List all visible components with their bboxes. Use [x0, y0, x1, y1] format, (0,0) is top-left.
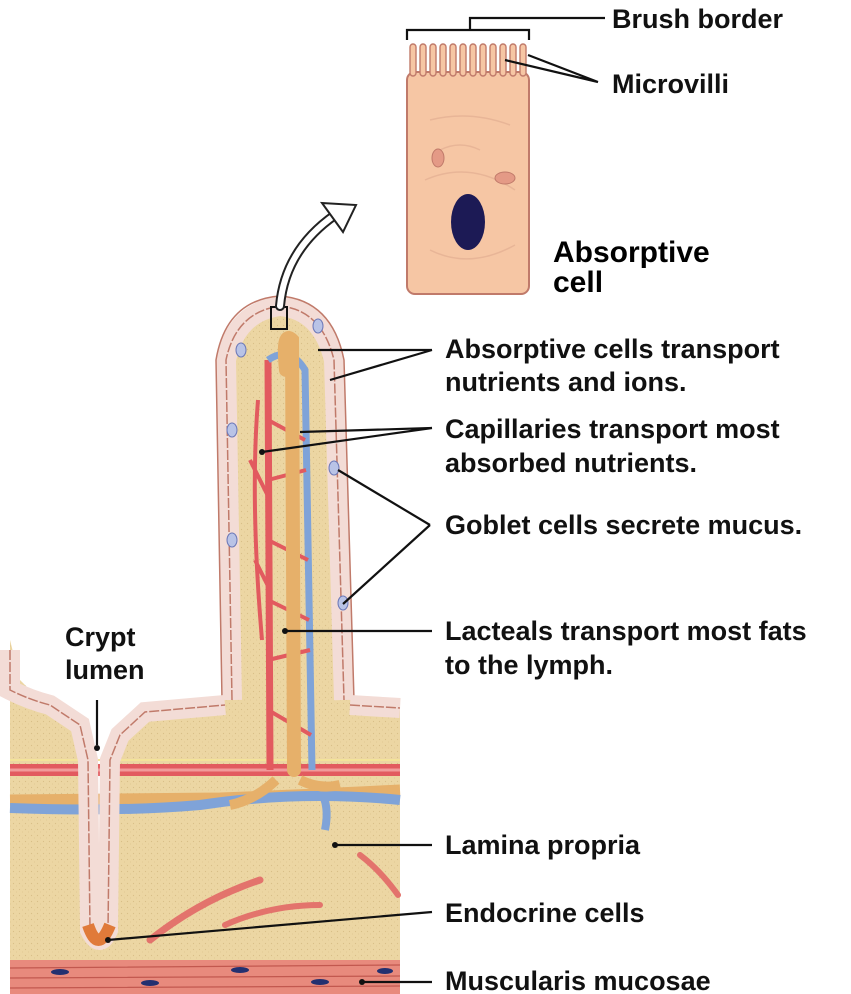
absorptive-cell-title-line2: cell — [553, 266, 603, 299]
enlargement-arrow — [280, 203, 356, 306]
nucleus — [451, 194, 485, 250]
brush-border-bracket — [407, 18, 605, 40]
absorptive-transport-label-line1: Absorptive cells transport — [445, 334, 780, 364]
endocrine-cells-label: Endocrine cells — [445, 898, 645, 928]
absorptive-cell-illustration — [407, 44, 529, 294]
absorptive-cell-title-line1: Absorptive — [553, 236, 710, 269]
capillaries-label-line1: Capillaries transport most — [445, 414, 780, 444]
crypt-lumen-label-line1: Crypt — [65, 622, 136, 652]
brush-border-label: Brush border — [612, 4, 784, 34]
crypt-lumen-label-line2: lumen — [65, 655, 145, 685]
goblet-label: Goblet cells secrete mucus. — [445, 510, 802, 540]
muscularis-mucosae-label: Muscularis mucosae — [445, 966, 711, 994]
lacteals-label-line1: Lacteals transport most fats — [445, 616, 807, 646]
capillaries-label-line2: absorbed nutrients. — [445, 448, 697, 478]
muscularis-mucosae — [10, 960, 400, 994]
lamina-propria-label: Lamina propria — [445, 830, 641, 860]
microvilli-label: Microvilli — [612, 69, 729, 99]
lacteals-label-line2: to the lymph. — [445, 650, 613, 680]
absorptive-transport-label-line2: nutrients and ions. — [445, 367, 687, 397]
